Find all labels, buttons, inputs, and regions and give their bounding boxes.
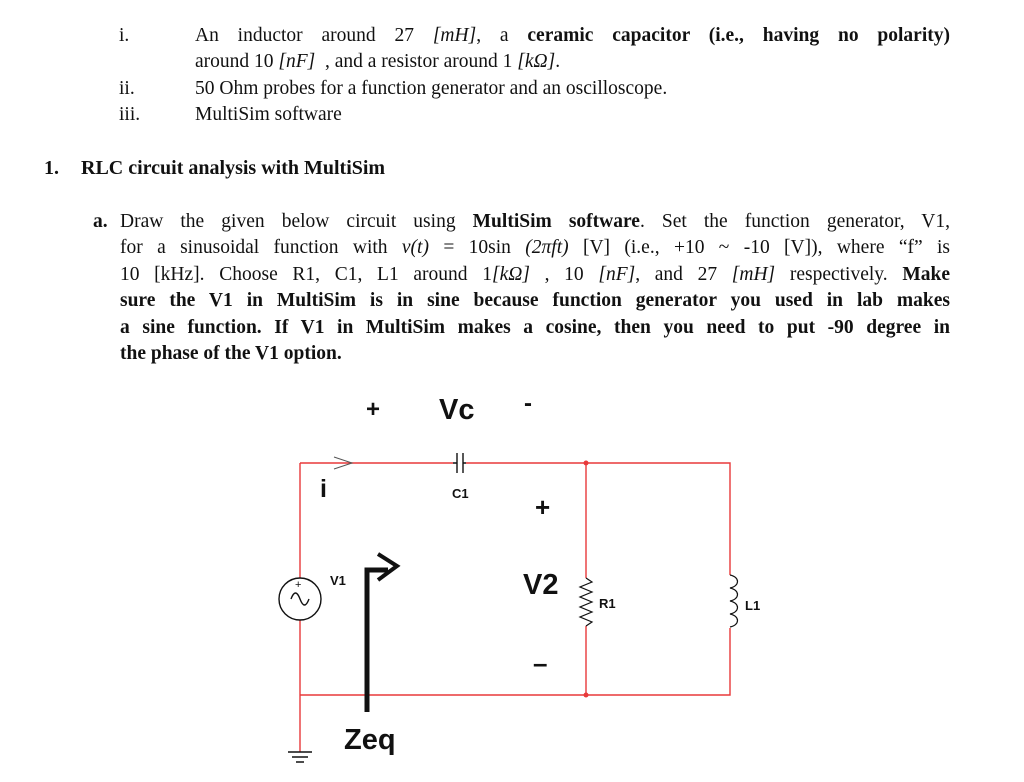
unit-kohm: [kΩ]: [491, 264, 530, 285]
v1-label: V1: [330, 573, 346, 588]
l1-label: L1: [745, 598, 761, 613]
zeq-arrow-icon: [364, 567, 388, 712]
circuit-wires: [299, 462, 731, 752]
r1-label: R1: [599, 596, 616, 611]
text-run: respectively.: [775, 264, 903, 285]
inductor-l1-icon: [729, 574, 739, 628]
text-run: around 10: [195, 51, 279, 72]
list-marker-1: i.: [119, 25, 130, 46]
junction-dot: [583, 692, 589, 698]
current-label: i: [320, 475, 327, 503]
text-run: for a sinusoidal function with: [120, 237, 402, 258]
ground-icon: [288, 751, 312, 763]
v2-plus-label: +: [535, 492, 551, 522]
text-run: , and a resistor around 1: [315, 51, 518, 72]
capacitor-c1-icon: [453, 453, 466, 473]
make-emphasis: Make: [902, 264, 950, 285]
text-run: An inductor around 27: [195, 25, 433, 46]
sine-wave-icon: [290, 592, 310, 606]
list-item-1-line-1: An inductor around 27 [mH], a ceramic ca…: [195, 24, 950, 48]
text-run: = 10sin: [428, 237, 526, 258]
part-a-line-6: the phase of the V1 option.: [120, 343, 342, 364]
text-run: 10 [kHz]. Choose R1, C1, L1 around 1: [120, 264, 492, 285]
list-marker-2: ii.: [119, 78, 135, 99]
vc-label: Vc: [439, 394, 475, 426]
junction-dot: [583, 460, 589, 466]
wire-bottom: [300, 628, 731, 696]
part-a-line-5: a sine function. If V1 in MultiSim makes…: [120, 317, 950, 338]
vc-minus-label: -: [524, 390, 532, 417]
part-a-line-4: sure the V1 in MultiSim is in sine becau…: [120, 290, 950, 311]
wire-top-right: [466, 462, 731, 575]
zeq-label: Zeq: [344, 724, 396, 756]
text-run: Draw the given below circuit using: [120, 211, 473, 232]
vc-plus-label: +: [366, 396, 381, 423]
resistor-r1-icon: [578, 577, 594, 627]
math-vt: v(t): [401, 237, 429, 258]
text-run: .: [555, 51, 561, 72]
multisim-emphasis: MultiSim software: [472, 211, 640, 232]
part-a-line-1: Draw the given below circuit using Multi…: [120, 210, 950, 234]
part-a-line-3: 10 [kHz]. Choose R1, C1, L1 around 1[kΩ]…: [120, 263, 950, 287]
section-number: 1.: [44, 157, 59, 179]
v2-label: V2: [523, 569, 559, 601]
unit-nf: [nF]: [278, 51, 316, 72]
unit-kohm: [kΩ]: [517, 51, 556, 72]
text-run: , a: [476, 25, 528, 46]
circuit-components: [278, 453, 739, 763]
unit-nf: [nF]: [598, 264, 636, 285]
v2-minus-label: –: [533, 648, 548, 678]
part-a-line-2: for a sinusoidal function with v(t) = 10…: [120, 236, 950, 260]
unit-mh: [mH]: [731, 264, 776, 285]
text-run: , 10: [529, 264, 599, 285]
ceramic-capacitor-emphasis: ceramic capacitor (i.e., having no polar…: [527, 25, 950, 46]
source-plus-label: +: [295, 579, 302, 591]
text-run: [V] (i.e., +10 ~ -10 [V]), where “f” is: [568, 237, 950, 258]
section-title: RLC circuit analysis with MultiSim: [81, 157, 386, 179]
list-item-3: MultiSim software: [195, 104, 342, 125]
part-a-marker: a.: [93, 211, 108, 232]
list-marker-3: iii.: [119, 104, 141, 125]
list-item-2: 50 Ohm probes for a function generator a…: [195, 78, 668, 99]
list-item-1-line-2: around 10 [nF] , and a resistor around 1…: [195, 50, 560, 74]
text-run: , and 27: [635, 264, 732, 285]
text-run: . Set the function generator, V1,: [639, 211, 950, 232]
junction-dots: [583, 460, 589, 698]
math-2pift: (2πft): [525, 237, 569, 258]
c1-label: C1: [452, 486, 469, 501]
unit-mh: [mH]: [432, 25, 477, 46]
current-arrow-icon: [333, 456, 354, 470]
zeq-arrowhead-icon: [376, 552, 401, 582]
